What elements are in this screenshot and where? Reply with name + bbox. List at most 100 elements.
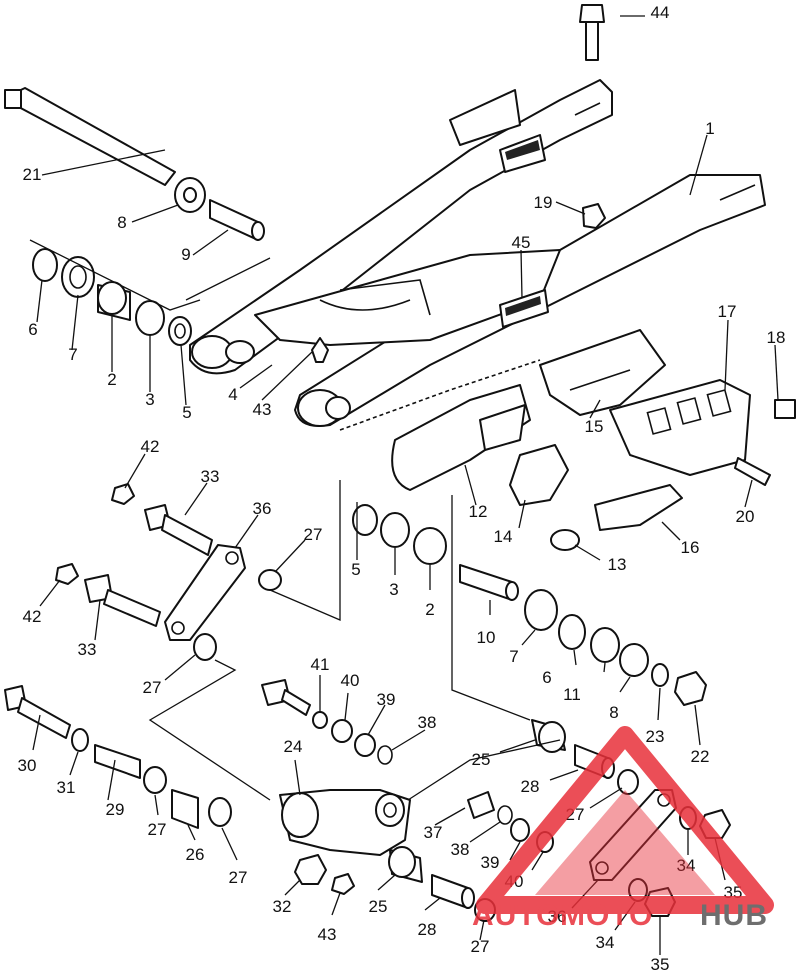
- chain-guide-15: [539, 329, 666, 416]
- callout-12: 12: [469, 502, 488, 521]
- bolt-13: [550, 529, 580, 551]
- nut-32: [294, 854, 327, 885]
- callout-25b: 25: [369, 897, 388, 916]
- washer-23: [651, 663, 669, 687]
- collar-29: [94, 744, 141, 779]
- seal-5: [168, 316, 192, 346]
- fitting-42b: [55, 563, 79, 585]
- callout-34b: 34: [596, 933, 615, 952]
- callout-15: 15: [585, 417, 604, 436]
- callout-20: 20: [736, 507, 755, 526]
- washer-31: [71, 728, 89, 752]
- callout-17: 17: [718, 302, 737, 321]
- callout-19: 19: [534, 193, 553, 212]
- callout-44: 44: [651, 3, 670, 22]
- callout-labels: 44 1 19 45 17 18 21 8 9 6 7 2 3 5 4 43 1…: [18, 3, 786, 974]
- callout-3: 3: [145, 390, 154, 409]
- washer-6b: [558, 614, 586, 650]
- callout-6b: 6: [542, 668, 551, 687]
- callout-27e: 27: [229, 868, 248, 887]
- callout-7b: 7: [509, 647, 518, 666]
- watermark-hub: HUB: [700, 899, 768, 932]
- callout-5: 5: [182, 403, 191, 422]
- collar-9: [209, 199, 259, 241]
- callout-8: 8: [117, 213, 126, 232]
- rod-36a: [164, 544, 246, 641]
- washer-27e: [617, 769, 639, 795]
- callout-42: 42: [141, 437, 160, 456]
- bearing-3b: [380, 512, 410, 548]
- callout-27d: 27: [148, 820, 167, 839]
- collar-10: [459, 564, 513, 601]
- watermark-moto: MOTO: [560, 899, 653, 932]
- callout-38b: 38: [451, 840, 470, 859]
- bearing-26: [171, 789, 199, 829]
- swingarm-body: [189, 79, 766, 491]
- callout-35b: 35: [651, 955, 670, 974]
- watermark-triangle-icon: [476, 726, 774, 914]
- bolt-19: [582, 203, 606, 229]
- washer-39: [354, 733, 376, 757]
- callout-39b: 39: [481, 853, 500, 872]
- callout-34: 34: [677, 856, 696, 875]
- seal-7: [61, 256, 95, 298]
- callout-41: 41: [311, 655, 330, 674]
- callout-32: 32: [273, 897, 292, 916]
- washer-27d: [208, 797, 232, 827]
- callout-27f: 27: [471, 937, 490, 956]
- fitting-42a: [111, 483, 135, 505]
- leader-lines: [29, 15, 779, 955]
- callout-22: 22: [691, 747, 710, 766]
- washer-27a: [258, 569, 282, 591]
- callout-1: 1: [705, 119, 714, 138]
- fitting-43b: [331, 873, 355, 895]
- callout-4: 4: [228, 385, 237, 404]
- callout-38: 38: [418, 713, 437, 732]
- callout-43b: 43: [318, 925, 337, 944]
- callout-2b: 2: [425, 600, 434, 619]
- bolt-44: [579, 4, 605, 23]
- right-bearing-stack: [352, 504, 707, 706]
- callout-3b: 3: [389, 580, 398, 599]
- callout-43: 43: [253, 400, 272, 419]
- callout-45: 45: [512, 233, 531, 252]
- callout-28b: 28: [418, 920, 437, 939]
- callout-6: 6: [28, 320, 37, 339]
- callout-28a: 28: [521, 777, 540, 796]
- seal-5b: [352, 504, 378, 536]
- callout-29: 29: [106, 800, 125, 819]
- chain-puller-17: [609, 379, 751, 476]
- callout-24: 24: [284, 737, 303, 756]
- washer-27b: [193, 633, 217, 661]
- washer-39b: [510, 818, 530, 842]
- callout-42b: 42: [23, 607, 42, 626]
- callout-27a: 27: [304, 525, 323, 544]
- callout-21: 21: [23, 165, 42, 184]
- callout-2: 2: [107, 370, 116, 389]
- plate-14: [509, 444, 569, 506]
- guide-16: [594, 484, 683, 531]
- nut-22: [674, 671, 707, 706]
- callout-30: 30: [18, 756, 37, 775]
- callout-27b: 27: [143, 678, 162, 697]
- automotohub-watermark: AUTO MOTO HUB: [472, 726, 774, 932]
- callout-7: 7: [68, 345, 77, 364]
- bearing-2b: [413, 527, 447, 565]
- bolt-20: [734, 457, 771, 486]
- bearing-3: [135, 300, 165, 336]
- bolt-18: [774, 399, 796, 419]
- callout-10: 10: [477, 628, 496, 647]
- washer-11: [590, 627, 620, 663]
- callout-23: 23: [646, 727, 665, 746]
- watermark-auto: AUTO: [472, 899, 560, 932]
- washer-27c: [143, 766, 167, 794]
- chain-guide-parts: [509, 329, 751, 531]
- callout-33b: 33: [78, 640, 97, 659]
- callout-14: 14: [494, 527, 513, 546]
- callout-5b: 5: [351, 560, 360, 579]
- callout-36: 36: [253, 499, 272, 518]
- callout-26: 26: [186, 845, 205, 864]
- linkage-group: [4, 483, 731, 922]
- callout-11: 11: [563, 685, 581, 704]
